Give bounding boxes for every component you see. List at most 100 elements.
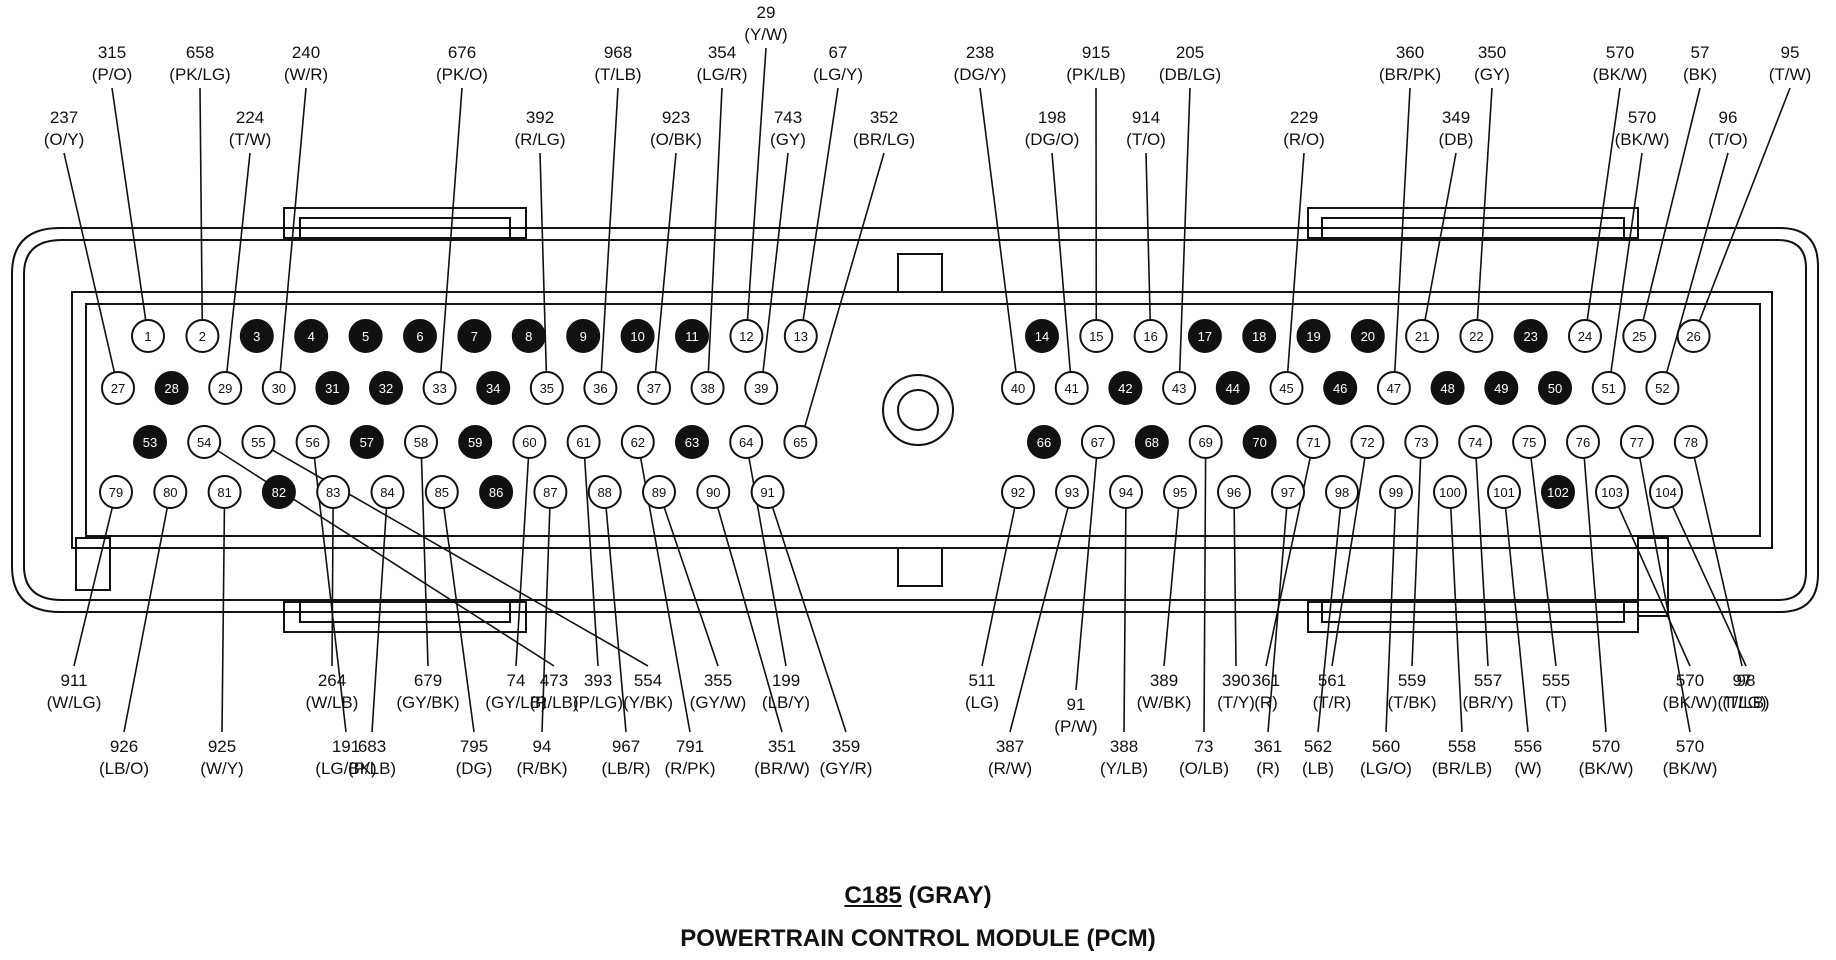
pin-91-circuit: 359: [832, 737, 860, 756]
pin-36-circuit: 968: [604, 43, 632, 62]
pin-28: 28: [154, 371, 189, 405]
pin-64-wire-color: (LB/Y): [762, 693, 810, 712]
pin-50-number: 50: [1548, 381, 1562, 396]
pin-65-leader: [804, 152, 885, 427]
pin-72-circuit: 561: [1318, 671, 1346, 690]
pin-field-frame: [71, 291, 1773, 549]
pin-38-number: 38: [700, 381, 714, 396]
pin-34: 34: [476, 371, 511, 405]
pin-69-circuit: 73: [1195, 737, 1214, 756]
pin-33-circuit: 676: [448, 43, 476, 62]
pin-58: 58: [404, 425, 438, 459]
pin-86-number: 86: [489, 485, 503, 500]
pin-69-wire-color: (O/LB): [1179, 759, 1229, 778]
pin-99-number: 99: [1389, 485, 1403, 500]
pin-52: 52: [1645, 371, 1680, 405]
pin-61-circuit: 393: [584, 671, 612, 690]
pin-70-number: 70: [1252, 435, 1266, 450]
pin-81-leader: [221, 507, 226, 733]
pin-56-leader: [313, 457, 347, 733]
pin-36-leader: [600, 87, 619, 373]
pin-96: 96: [1217, 475, 1251, 509]
pin-21: 21: [1405, 319, 1440, 353]
pin-61-wire-color: (P/LG): [573, 693, 623, 712]
pin-81-circuit: 925: [208, 737, 236, 756]
pin-87-socket: [533, 475, 568, 509]
pin-77-wire-color: (BK/W): [1663, 759, 1718, 778]
bottom-latch-right-inner: [1321, 601, 1625, 623]
pin-6: 6: [403, 319, 437, 353]
pin-53: 53: [133, 425, 167, 459]
pin-43-number: 43: [1172, 381, 1186, 396]
pin-58-socket: [404, 425, 438, 459]
pin-29-number: 29: [218, 381, 232, 396]
pin-73: 73: [1404, 425, 1439, 459]
pin-10-number: 10: [630, 329, 644, 344]
pin-40-wire-color: (DG/Y): [954, 65, 1007, 84]
pin-46-number: 46: [1333, 381, 1347, 396]
pin-7-socket: [457, 319, 492, 353]
pin-104-circuit: 98: [1737, 671, 1756, 690]
pin-56-socket: [295, 425, 330, 459]
pin-54: 54: [187, 425, 222, 459]
pin-20: 20: [1350, 319, 1385, 353]
pin-20-socket: [1350, 319, 1385, 353]
pin-31-socket: [315, 371, 350, 405]
pin-40-leader: [979, 87, 1017, 373]
pin-8-number: 8: [525, 329, 532, 344]
pin-67: 67: [1080, 425, 1115, 459]
pin-98-number: 98: [1335, 485, 1349, 500]
pin-20-number: 20: [1361, 329, 1375, 344]
pin-49-socket: [1484, 371, 1519, 405]
pin-90-socket: [696, 475, 731, 509]
pin-74-number: 74: [1468, 435, 1482, 450]
pin-71: 71: [1296, 425, 1331, 459]
pin-102-socket: [1541, 475, 1575, 509]
pin-32-number: 32: [379, 381, 393, 396]
pin-9: 9: [566, 319, 601, 353]
pin-101-wire-color: (W): [1514, 759, 1541, 778]
pin-78-circuit: 97: [1733, 671, 1752, 690]
pin-48-socket: [1430, 371, 1465, 405]
pin-2-number: 2: [199, 329, 206, 344]
pin-76: 76: [1566, 425, 1600, 459]
pin-49-number: 49: [1494, 381, 1508, 396]
pin-15-circuit: 915: [1082, 43, 1110, 62]
pin-50: 50: [1538, 371, 1572, 405]
pin-12-socket: [729, 319, 764, 353]
pin-19: 19: [1296, 319, 1331, 353]
pin-36-wire-color: (T/LB): [594, 65, 641, 84]
pin-96-leader: [1233, 507, 1237, 667]
pin-83-wire-color: (W/LB): [306, 693, 359, 712]
pin-72-wire-color: (T/R): [1313, 693, 1352, 712]
pin-45-leader: [1286, 152, 1305, 373]
pin-104-leader: [1671, 506, 1747, 667]
pin-92-number: 92: [1011, 485, 1025, 500]
pin-44-number: 44: [1226, 381, 1240, 396]
pin-93-wire-color: (R/W): [988, 759, 1032, 778]
pin-90-number: 90: [706, 485, 720, 500]
pin-101: 101: [1487, 475, 1521, 509]
pin-13-number: 13: [794, 329, 808, 344]
pin-28-number: 28: [164, 381, 178, 396]
pin-57-number: 57: [360, 435, 374, 450]
pin-67-circuit: 91: [1067, 695, 1086, 714]
pin-91-number: 91: [760, 485, 774, 500]
pin-76-number: 76: [1576, 435, 1590, 450]
pin-99-wire-color: (LG/O): [1360, 759, 1412, 778]
pin-5-socket: [348, 319, 383, 353]
pin-26-leader: [1698, 87, 1791, 322]
pin-99-socket: [1379, 475, 1413, 509]
pin-2-leader: [199, 87, 204, 321]
pin-22-socket: [1459, 319, 1494, 353]
pin-96-circuit: 390: [1222, 671, 1250, 690]
pin-60: 60: [512, 425, 547, 459]
pin-23-number: 23: [1523, 329, 1537, 344]
pin-1-socket: [131, 319, 165, 353]
pin-90: 90: [696, 475, 731, 509]
pin-10-socket: [620, 319, 655, 353]
pin-76-circuit: 570: [1592, 737, 1620, 756]
housing-outer-shell: [11, 227, 1819, 613]
top-latch-left-inner: [299, 217, 511, 239]
